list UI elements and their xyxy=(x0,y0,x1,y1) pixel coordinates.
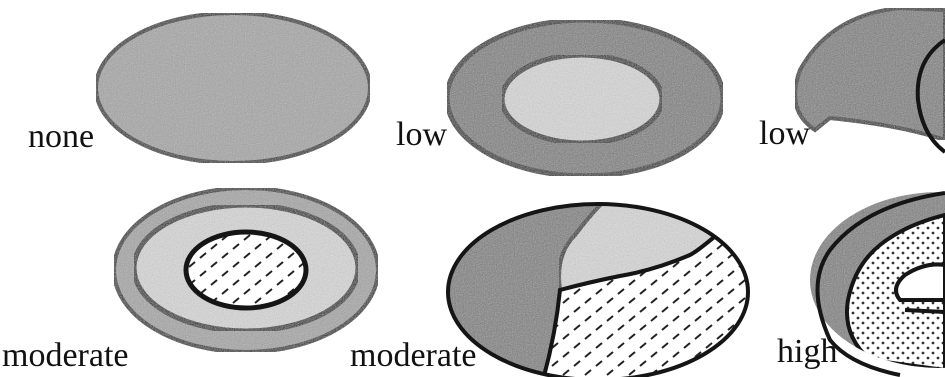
ellipse-low-rings xyxy=(447,20,723,176)
label-moderate-rings: moderate xyxy=(2,337,129,374)
label-none: none xyxy=(28,118,94,155)
ellipse-moderate-sectors xyxy=(440,195,760,377)
label-high: high xyxy=(777,333,837,370)
ellipse-none xyxy=(96,13,370,163)
label-low-partial: low xyxy=(759,115,810,152)
ellipse-low-partial xyxy=(795,8,945,152)
label-moderate-sectors: moderate xyxy=(350,337,477,374)
ellipse-moderate-rings xyxy=(114,188,378,352)
label-low-rings: low xyxy=(396,116,447,153)
